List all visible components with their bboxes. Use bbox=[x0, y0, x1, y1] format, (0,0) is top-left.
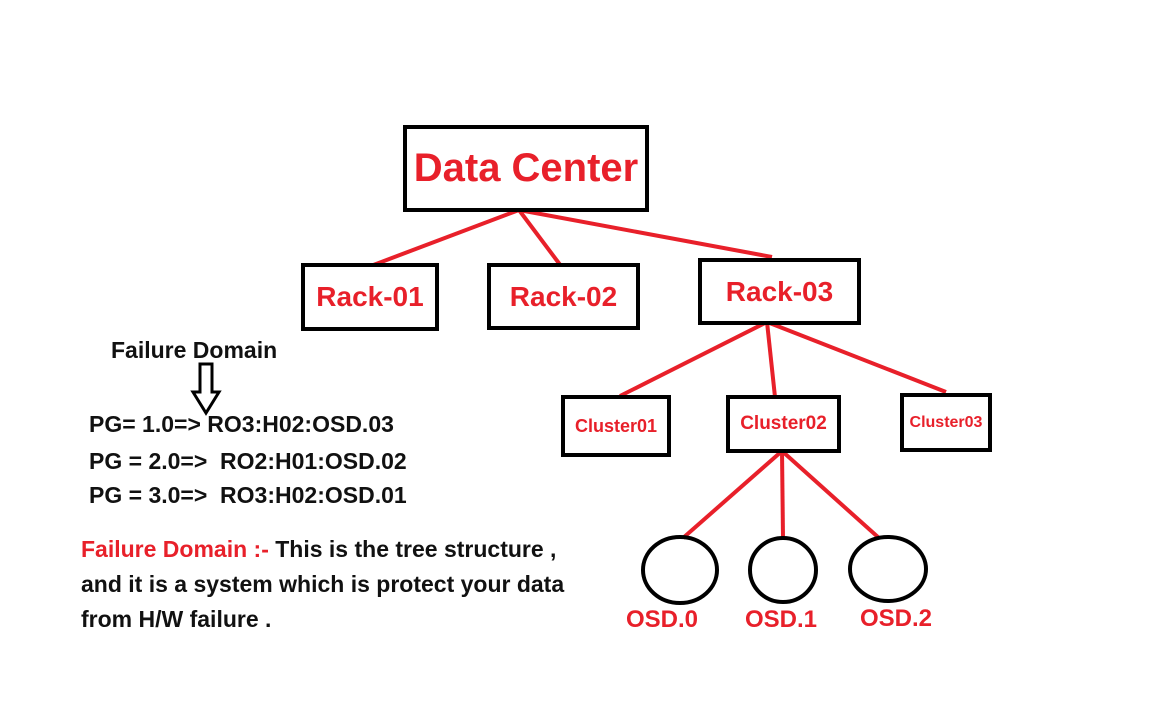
edge-datacenter-rack02 bbox=[517, 208, 563, 268]
edge-cluster02-osd0 bbox=[681, 449, 784, 540]
node-cluster02: Cluster02 bbox=[726, 395, 841, 453]
osd2-circle bbox=[848, 535, 928, 603]
definition-line-3: from H/W failure . bbox=[81, 606, 272, 632]
pg-line-1: PG= 1.0=> RO3:H02:OSD.03 bbox=[89, 411, 394, 437]
definition-line-2: and it is a system which is protect your… bbox=[81, 571, 565, 597]
failure-domain-label: Failure Domain bbox=[111, 337, 278, 363]
edge-rack03-cluster01 bbox=[619, 320, 768, 398]
osd0-label: OSD.0 bbox=[626, 606, 699, 633]
edge-cluster02-osd1 bbox=[780, 450, 785, 539]
edge-cluster02-osd2 bbox=[780, 449, 881, 540]
edge-rack03-cluster02 bbox=[765, 321, 777, 398]
definition-term: Failure Domain :- bbox=[81, 536, 269, 562]
definition-line-1: Failure Domain :- This is the tree struc… bbox=[81, 536, 556, 563]
edge-datacenter-rack03 bbox=[518, 208, 773, 259]
osd1-label: OSD.1 bbox=[745, 606, 818, 633]
osd2-label: OSD.2 bbox=[860, 605, 933, 632]
pg-line-2: PG = 2.0=> RO2:H01:OSD.02 bbox=[89, 448, 407, 474]
node-cluster03: Cluster03 bbox=[900, 393, 992, 452]
node-rack-01: Rack-01 bbox=[301, 263, 439, 331]
definition-text-1: This is the tree structure , bbox=[275, 536, 557, 562]
edge-datacenter-rack01 bbox=[367, 208, 520, 269]
node-rack-03: Rack-03 bbox=[698, 258, 861, 325]
node-data-center: Data Center bbox=[403, 125, 649, 212]
down-arrow-icon bbox=[190, 362, 222, 416]
node-rack-02: Rack-02 bbox=[487, 263, 640, 330]
osd1-circle bbox=[748, 536, 818, 604]
pg-line-3: PG = 3.0=> RO3:H02:OSD.01 bbox=[89, 482, 407, 508]
osd0-circle bbox=[641, 535, 719, 605]
node-cluster01: Cluster01 bbox=[561, 395, 671, 457]
edge-rack03-cluster03 bbox=[766, 320, 947, 394]
